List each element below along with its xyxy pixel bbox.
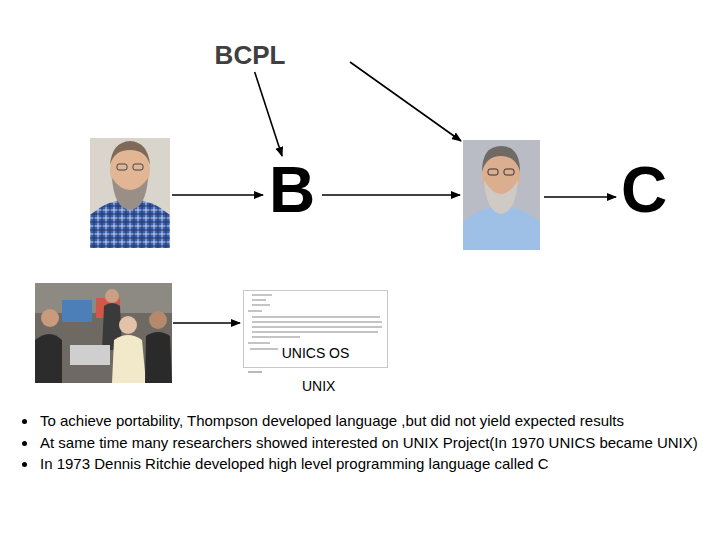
language-label: B [269, 158, 315, 222]
bullet-text: At same time many researchers showed int… [38, 432, 698, 454]
code-image-box: UNICS OS [243, 290, 388, 368]
ritchie-photo [463, 140, 540, 250]
bullet-text: To achieve portability, Thompson develop… [38, 410, 698, 432]
language-name: B [269, 158, 315, 222]
language-name: C [621, 158, 667, 222]
derivation-arrow [255, 72, 282, 156]
language-label: C [621, 158, 667, 222]
language-label: BCPL [215, 42, 286, 68]
image-caption: UNICS OS [278, 345, 354, 361]
bullet-text: In 1973 Dennis Ritchie developed high le… [38, 453, 698, 475]
photo-arrows [172, 62, 616, 323]
thompson-photo [90, 138, 170, 248]
group-photo [35, 283, 172, 383]
image-label: UNIX [302, 378, 335, 394]
bullet-list: To achieve portability, Thompson develop… [20, 410, 698, 475]
language-name: BCPL [213, 40, 288, 70]
code-listing [243, 290, 388, 372]
